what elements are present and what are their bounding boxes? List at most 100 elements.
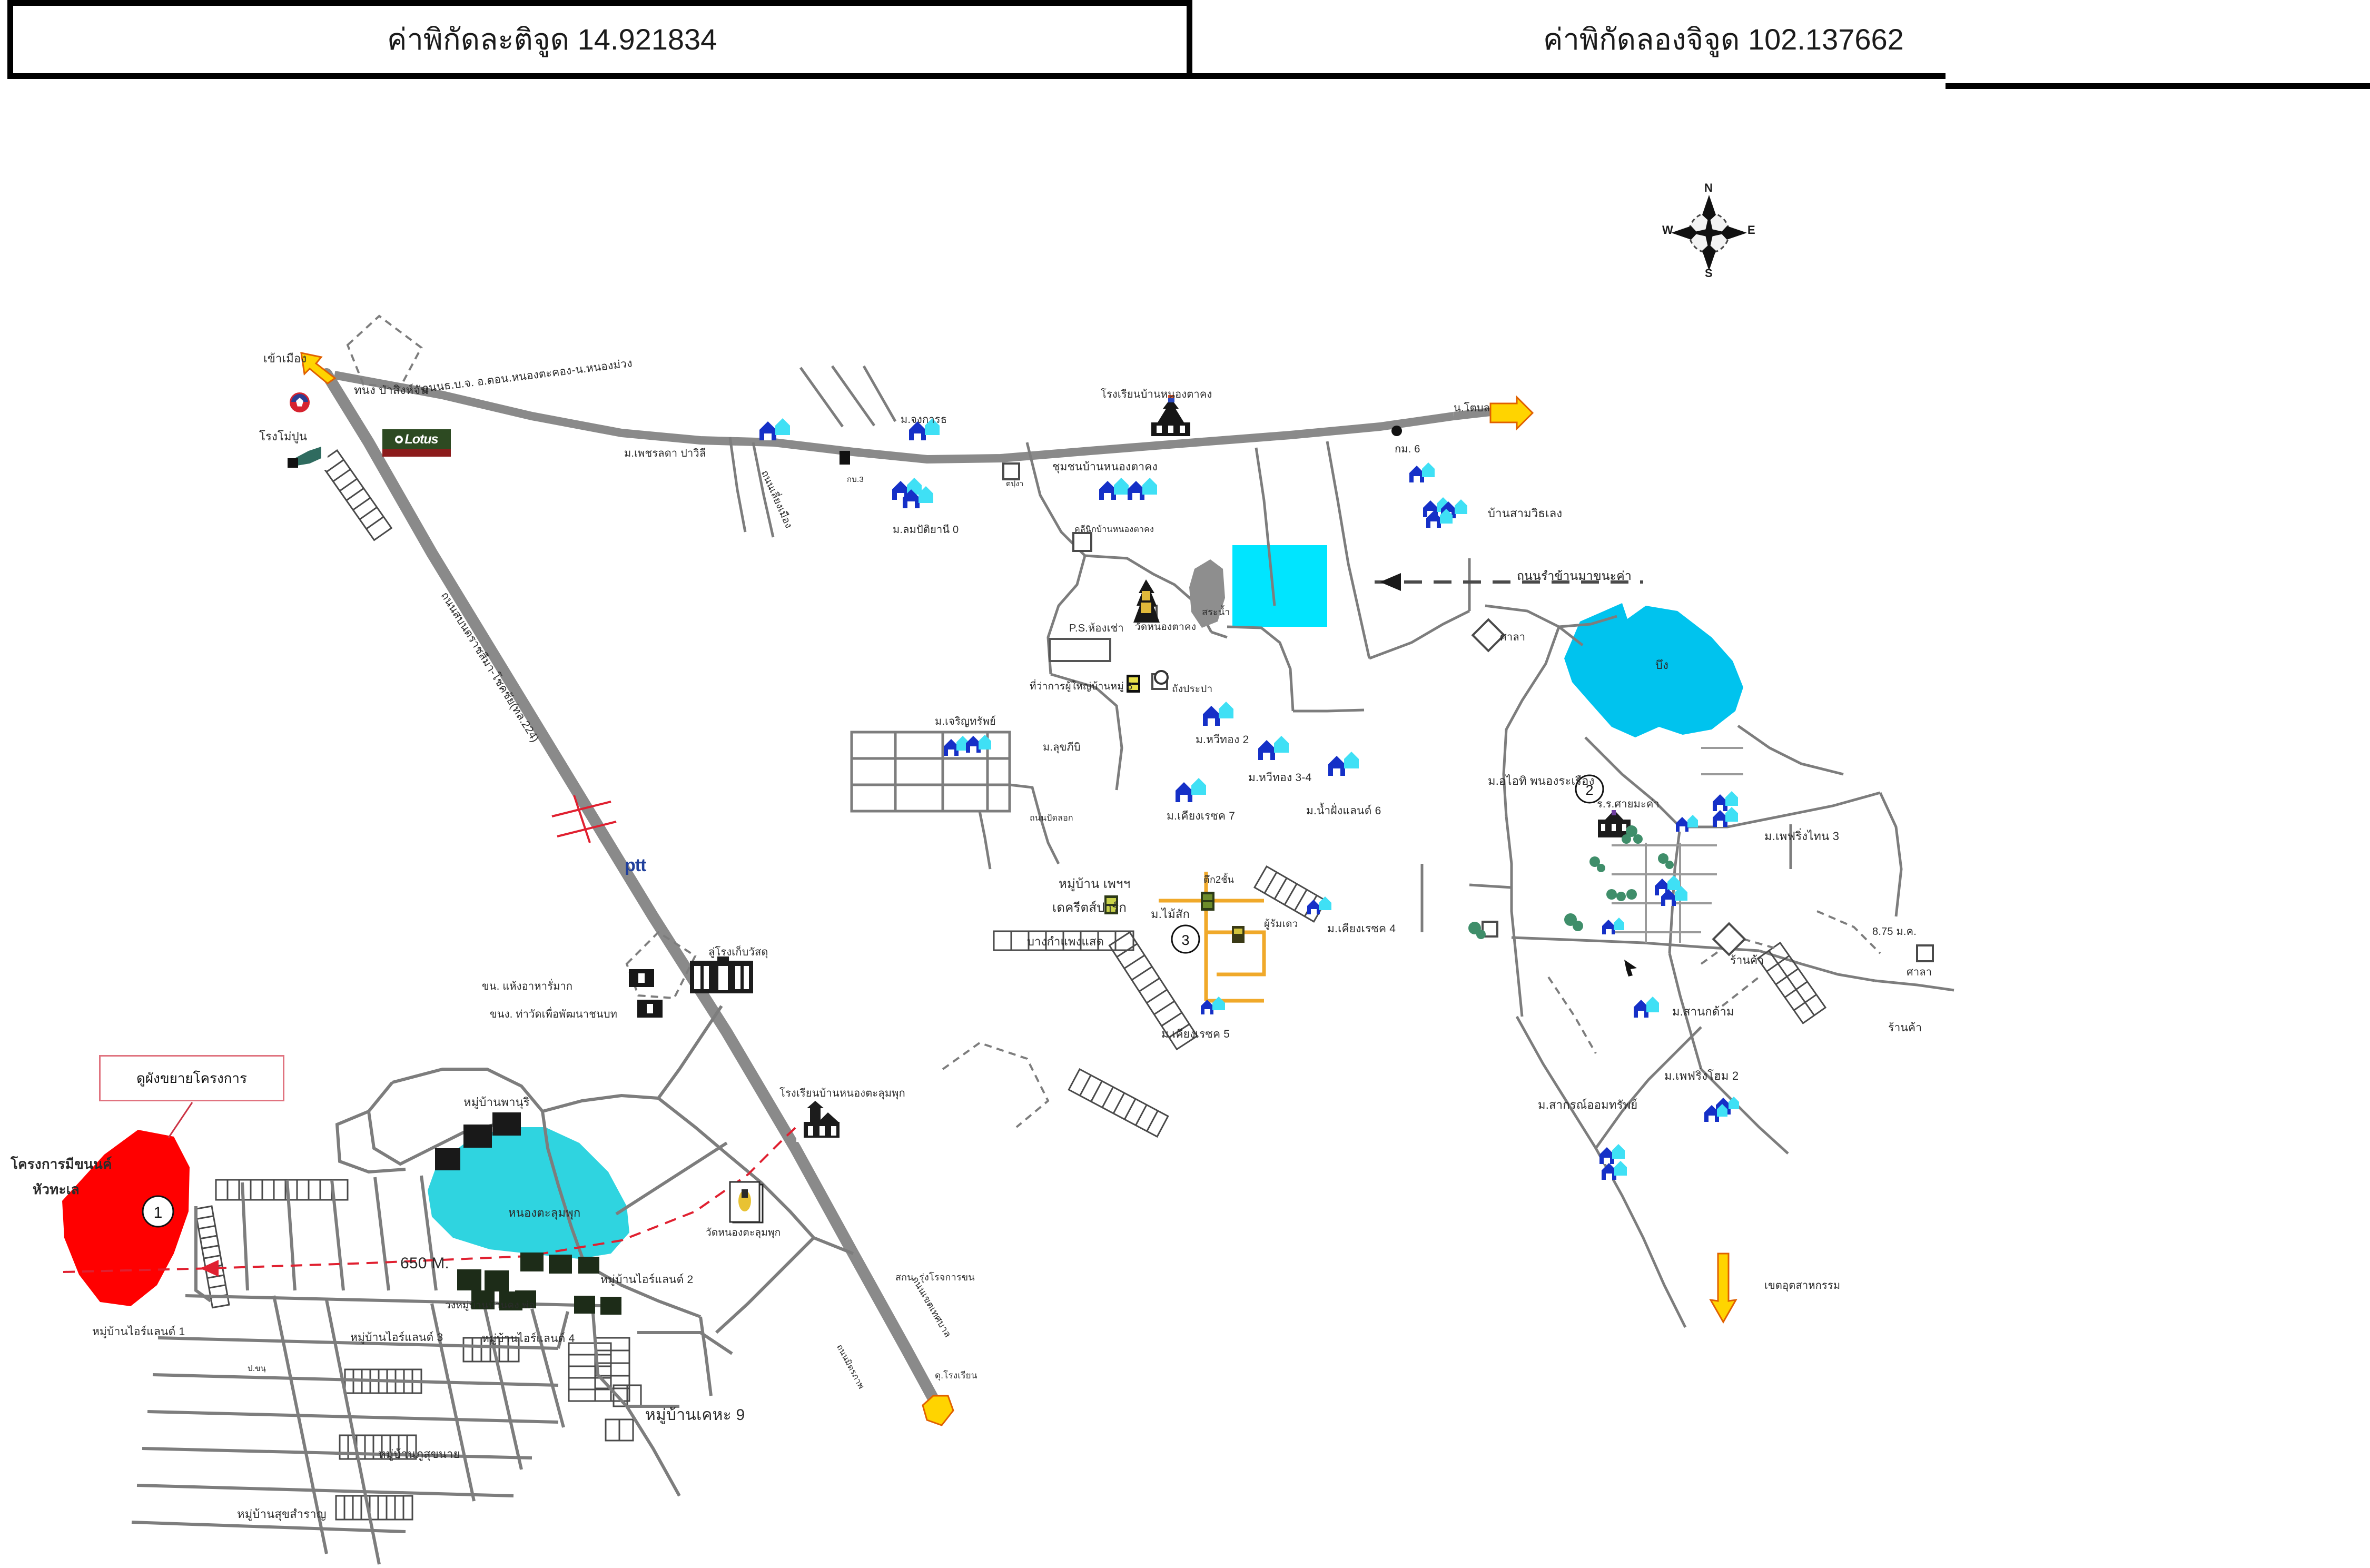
map-label: ม.สากรณ์ออมทรัพย์ (1538, 1098, 1638, 1111)
field-grid-east (1612, 843, 1717, 943)
latitude-label: ค่าพิกัดละติจูด 14.921834 (387, 23, 717, 56)
arrow-northwest-city (300, 352, 337, 384)
pagoda-marker (729, 1181, 761, 1223)
map-label: หมู่บ้านไอร์แลนด์ 4 (482, 1333, 575, 1345)
map-label: กบ.3 (847, 475, 864, 484)
map-label: บางกำแพงแสด (1027, 935, 1104, 948)
map-label: P.S.ห้องเช่า (1069, 623, 1124, 634)
map-label: โรงโม่ปูน (259, 430, 308, 443)
map-label: ม.เพชรลดา ปาวิลี (624, 448, 706, 459)
map-label: ม.น้ำฝั่งแลนด์ 6 (1306, 805, 1381, 817)
arrow-east-nbon (1489, 395, 1534, 431)
map-label: ม.ลมปัติยานี 0 (893, 524, 959, 536)
dashed-parcels (346, 314, 1881, 1128)
svg-text:3: 3 (1181, 932, 1189, 948)
map-label: ถังประปา (1172, 684, 1213, 695)
project-distance-arrow (200, 1260, 219, 1277)
map-label: ศาลา (1500, 632, 1526, 643)
map-label: 8.75 ม.ค. (1872, 926, 1917, 938)
project-callout-leader (167, 1102, 193, 1138)
map-label: ม.ลุขภีบิ (1043, 742, 1081, 753)
map-label: ตึก2ชั้น (1203, 874, 1235, 885)
map-label: ร้านค้า (1730, 954, 1764, 967)
field-grid-east2 (1701, 747, 1743, 775)
highway-224 (321, 368, 943, 1412)
ptt-label: ptt (625, 855, 646, 875)
map-label: หมู่บ้านภูสุขนาย (378, 1447, 460, 1461)
ps-room-rent-box (1049, 638, 1111, 662)
map-label: ถนนรำข้านมาขนะค่า (1517, 569, 1632, 583)
header-top-rule (7, 0, 1190, 6)
numbered-markers: 1 2 3 (142, 774, 1604, 1228)
compass-west-label: W (1662, 223, 1673, 236)
southwest-street-grid (131, 1175, 733, 1565)
map-label: ม.เคียงเรซค 5 (1161, 1028, 1230, 1040)
warehouse-icon (690, 956, 753, 993)
map-label: หมู่บ้านไอร์แลนด์ 1 (92, 1326, 185, 1338)
compass-rose: N S W E (1662, 181, 1755, 282)
map-label: น.โตบล (1454, 402, 1490, 414)
water-bueng (1564, 603, 1743, 737)
map-label: โรงเรียนบ้านหนองตาคง (1101, 389, 1212, 400)
arrow-dashed-west (1380, 573, 1401, 591)
school-icon-talumpuk (796, 1101, 847, 1142)
map-canvas[interactable]: 1 2 3 (0, 79, 2370, 1568)
project-name-line1: โครงการมีขนนค์ (11, 1156, 112, 1172)
map-label: ถนนปัดลอก (1030, 814, 1073, 823)
lotus-dot-icon (395, 435, 403, 443)
map-label: เข้าเมือง (263, 352, 307, 365)
header-bottom-rule-right (1946, 83, 2370, 89)
km-post-dot (1391, 426, 1402, 436)
project-callout-label: ดูผังขยายโครงการ (136, 1070, 247, 1086)
water-sra-nam (1232, 545, 1327, 627)
longitude-label: ค่าพิกัดลองจิจูด 102.137662 (1543, 23, 1904, 56)
svg-text:2: 2 (1585, 782, 1593, 798)
ptt-gas-station-logo: ptt (625, 855, 646, 876)
map-label: วัดหนองตะลุมพุก (706, 1227, 781, 1238)
map-label: หมู่บ้านไอร์แลนด์ 3 (350, 1332, 443, 1344)
compass-south-label: S (1705, 267, 1713, 280)
map-label: ม.หวีทอง 3-4 (1248, 772, 1312, 784)
map-label: ม.หวีทอง 2 (1196, 734, 1249, 746)
project-callout-box[interactable]: ดูผังขยายโครงการ (99, 1055, 284, 1101)
arrow-south-mitraphap (922, 1395, 954, 1426)
header-bottom-rule (7, 73, 1946, 79)
map-label: ม.สานกด้าม (1672, 1005, 1734, 1018)
header-center-divider (1187, 0, 1192, 79)
map-label: หมู่บ้านไอร์แลนด์ 2 (600, 1274, 694, 1286)
map-label: กม. 6 (1395, 443, 1420, 455)
map-label: 650 M. (400, 1255, 449, 1272)
project-name-line2: หัวทะเล (33, 1181, 80, 1197)
project-area-polygon (62, 1130, 190, 1306)
map-label: เดครีตส์ปาร์ก (1052, 901, 1127, 915)
map-label: หมู่บ้านเคหะ 9 (645, 1406, 745, 1424)
compass-north-label: N (1704, 181, 1713, 194)
map-label: หนองตะลุมพุก (508, 1206, 581, 1219)
small-square-icons (1002, 462, 1934, 962)
map-label: โรงเรียนบ้านหนองตะลุมพุก (779, 1088, 905, 1099)
map-label: เขตอุตสาหกรรม (1764, 1280, 1841, 1291)
map-label: ทนง ป่าสิงห์จัน (354, 383, 429, 397)
map-vector-layer: 1 2 3 (62, 314, 1954, 1565)
map-label: หมู่บ้านพานุริ (463, 1096, 530, 1109)
map-label: หมู่บ้านสุขสำราญ (237, 1507, 327, 1521)
water-tank-icon (1154, 670, 1169, 685)
shop-icons-southwest (457, 1253, 621, 1315)
map-label: ม.เพฟริ่งโฮม 2 (1664, 1069, 1739, 1082)
map-label: ม.จงการธ (901, 414, 947, 426)
map-label: ม.เคียงเรซค 7 (1167, 810, 1236, 822)
lotus-supercenter-logo: Lotus (382, 429, 451, 457)
map-label: ม.เคียงเรซค 4 (1327, 923, 1396, 935)
temple-icon (1133, 579, 1160, 623)
road-north-arterial-east (1453, 408, 1491, 420)
map-label: ขน. แห้งอาหารั่มาก (482, 981, 573, 992)
lotus-label: Lotus (404, 431, 438, 447)
tree-icons (1468, 825, 1674, 939)
map-label: ลู่โรงเก็บวัสดุ (708, 946, 768, 958)
map-label: ตปฺงา (1006, 479, 1024, 488)
school-icon-ban-nong-ta-kong (1148, 395, 1193, 438)
coordinate-header: ค่าพิกัดละติจูด 14.921834 ค่าพิกัดลองจิจ… (0, 0, 2370, 89)
map-label: ศาลา (1907, 967, 1932, 978)
map-label: ม.เจริญทรัพย์ (935, 716, 996, 727)
convenience-store-icon (290, 392, 310, 412)
